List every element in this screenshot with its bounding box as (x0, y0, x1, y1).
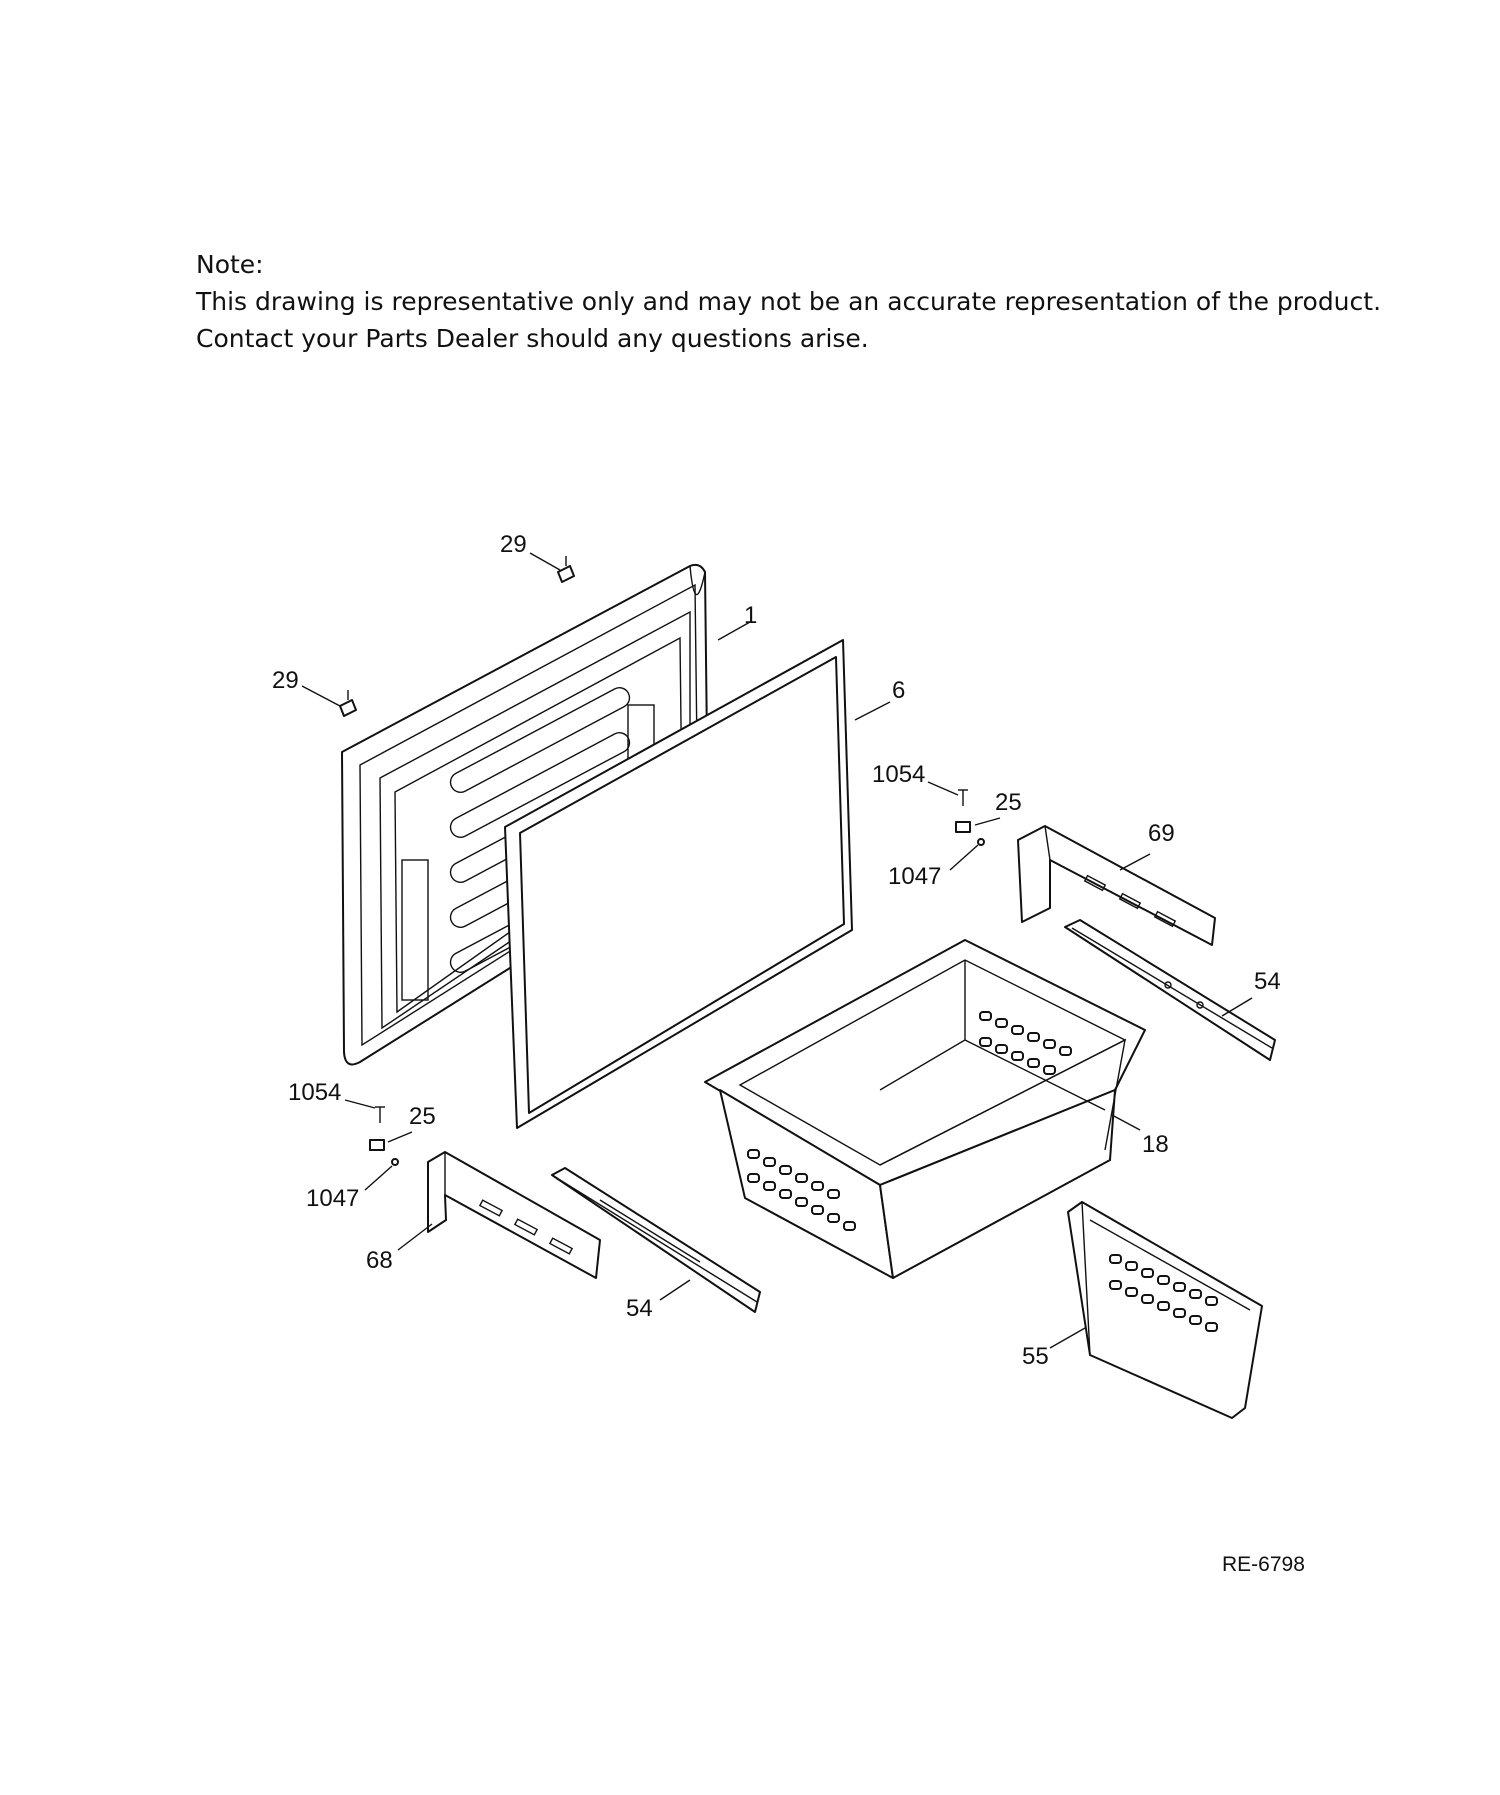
callout-1047-upper: 1047 (888, 863, 941, 890)
clip-25-upper (955, 821, 971, 833)
leader-lines (301, 552, 1253, 1349)
screw-29-left (339, 690, 357, 717)
callout-1047-lower: 1047 (306, 1185, 359, 1212)
note-line-2: Contact your Parts Dealer should any que… (196, 324, 869, 353)
screw-1047-lower (391, 1158, 399, 1166)
callout-54-left: 54 (626, 1295, 653, 1322)
callout-29-left: 29 (272, 667, 299, 694)
callout-6: 6 (892, 677, 905, 704)
note-heading: Note: (196, 250, 264, 279)
screw-1054-lower (375, 1106, 385, 1123)
callout-1: 1 (744, 602, 757, 629)
basket-divider-55 (1067, 1201, 1263, 1419)
callout-1054-upper: 1054 (872, 761, 925, 788)
callout-25-upper: 25 (995, 789, 1022, 816)
callout-69: 69 (1148, 820, 1175, 847)
callout-labels: 29 29 1 6 1054 25 1047 69 54 18 1054 25 … (272, 531, 1281, 1370)
note-line-1: This drawing is representative only and … (196, 287, 1382, 316)
left-bracket-68 (427, 1151, 601, 1279)
door-gasket (504, 639, 853, 1129)
callout-29-top: 29 (500, 531, 527, 558)
diagram-reference-code: RE-6798 (1222, 1553, 1305, 1576)
right-bracket-69 (1017, 825, 1216, 946)
screw-29-top (557, 556, 575, 583)
callout-18: 18 (1142, 1131, 1169, 1158)
left-rail-54 (551, 1167, 761, 1313)
callout-1054-lower: 1054 (288, 1079, 341, 1106)
basket-vents (747, 1011, 1072, 1231)
screw-1047-upper (977, 838, 985, 846)
clip-25-lower (369, 1139, 385, 1151)
callout-54-right: 54 (1254, 968, 1281, 995)
screw-1054-upper (958, 789, 968, 806)
callout-55: 55 (1022, 1343, 1049, 1370)
freezer-basket (704, 939, 1146, 1279)
callout-68: 68 (366, 1247, 393, 1274)
drawing-note: Note: This drawing is representative onl… (196, 246, 1456, 357)
right-rail-54 (1064, 919, 1276, 1061)
callout-25-lower: 25 (409, 1103, 436, 1130)
divider-vents (1109, 1254, 1218, 1332)
